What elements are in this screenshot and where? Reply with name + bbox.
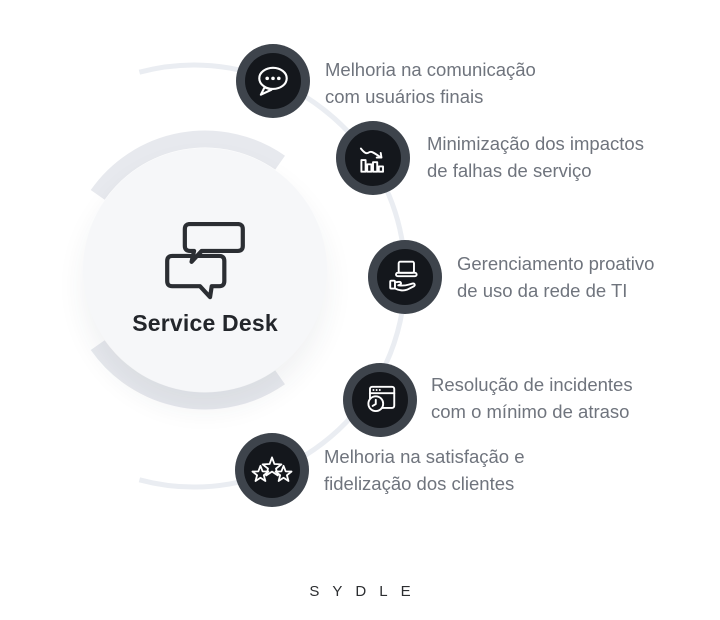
benefit-node-core (244, 442, 300, 498)
benefit-node-core (377, 249, 433, 305)
benefit-label-resolution: Resolução de incidentes com o mínimo de … (431, 371, 633, 425)
chat-dots-icon (258, 66, 288, 96)
chat-bubbles-icon (165, 221, 245, 299)
center-circle: Service Desk (83, 148, 327, 392)
benefit-node-core (352, 372, 408, 428)
center-ring-top-arc (90, 130, 285, 200)
benefit-node-core (345, 130, 401, 186)
benefit-node-resolution (343, 363, 417, 437)
benefit-label-impact: Minimização dos impactos de falhas de se… (427, 130, 644, 184)
benefit-label-proactive: Gerenciamento proativo de uso da rede de… (457, 250, 654, 304)
benefit-label-communication: Melhoria na comunicação com usuários fin… (325, 56, 536, 110)
benefit-line: Gerenciamento proativo (457, 253, 655, 274)
benefit-line: Minimização dos impactos (427, 133, 644, 154)
benefit-node-satisfaction (235, 433, 309, 507)
center-ring-bottom-arc (90, 340, 285, 410)
laptop-hand-icon (389, 260, 418, 292)
benefit-line: de uso da rede de TI (457, 280, 628, 301)
benefit-line: Resolução de incidentes (431, 374, 633, 395)
benefit-line: fidelização dos clientes (324, 473, 515, 494)
benefit-line: Melhoria na comunicação (325, 59, 536, 80)
brand-logo: SYDLE (309, 583, 424, 600)
benefit-node-proactive (368, 240, 442, 314)
benefit-node-communication (236, 44, 310, 118)
benefit-node-core (245, 53, 301, 109)
benefit-line: com o mínimo de atraso (431, 401, 630, 422)
benefit-line: com usuários finais (325, 86, 484, 107)
declining-chart-icon (359, 147, 384, 173)
benefit-line: de falhas de serviço (427, 160, 592, 181)
benefit-label-satisfaction: Melhoria na satisfação e fidelização dos… (324, 443, 525, 497)
three-stars-icon (251, 456, 293, 482)
center-title: Service Desk (132, 309, 278, 336)
browser-clock-icon (367, 385, 396, 413)
benefit-line: Melhoria na satisfação e (324, 446, 525, 467)
benefit-node-impact (336, 121, 410, 195)
